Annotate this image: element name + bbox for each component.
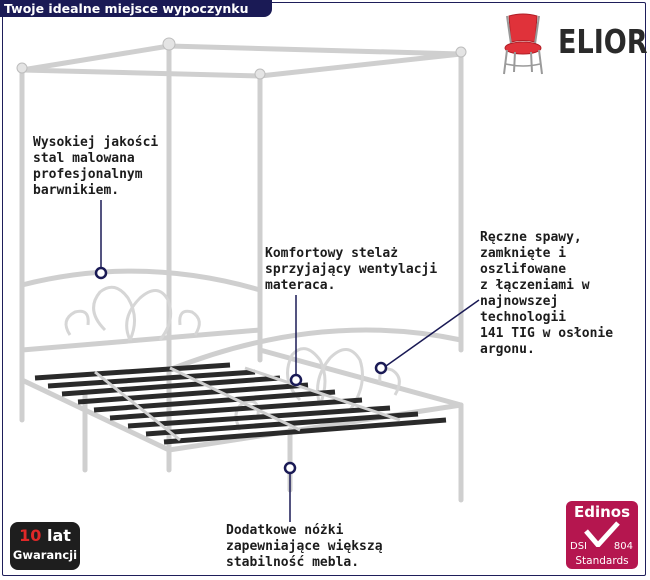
warranty-badge: 10 lat Gwarancji	[10, 522, 80, 570]
annotation-welds: Ręczne spawy, zamknięte i oszlifowane z …	[480, 230, 614, 357]
edinos-standards-label: Standards	[575, 555, 629, 567]
edinos-left-code: DSI	[570, 541, 587, 552]
edinos-right-code: 804	[613, 541, 633, 552]
annotation-slatted-frame: Komfortowy stelaż sprzyjający wentylacji…	[265, 246, 438, 293]
annotation-steel: Wysokiej jakości stal malowana profesjon…	[33, 135, 159, 198]
edinos-brand: Edinos	[573, 503, 631, 521]
chair-logo-icon	[503, 13, 543, 75]
annotation-extra-legs: Dodatkowe nóżki zapewniające większą sta…	[226, 523, 383, 570]
edinos-certificate-badge: Edinos DSI 804 Standards	[566, 501, 638, 569]
checkmark-icon	[584, 521, 620, 547]
warranty-number: 10	[19, 526, 42, 545]
warranty-label: Gwarancji	[12, 548, 78, 562]
brand-logo-text: ELIOR	[558, 22, 648, 61]
warranty-years: 10 lat	[10, 525, 80, 547]
tagline-banner: Twoje idealne miejsce wypoczynku	[0, 0, 272, 17]
warranty-unit: lat	[46, 526, 71, 545]
